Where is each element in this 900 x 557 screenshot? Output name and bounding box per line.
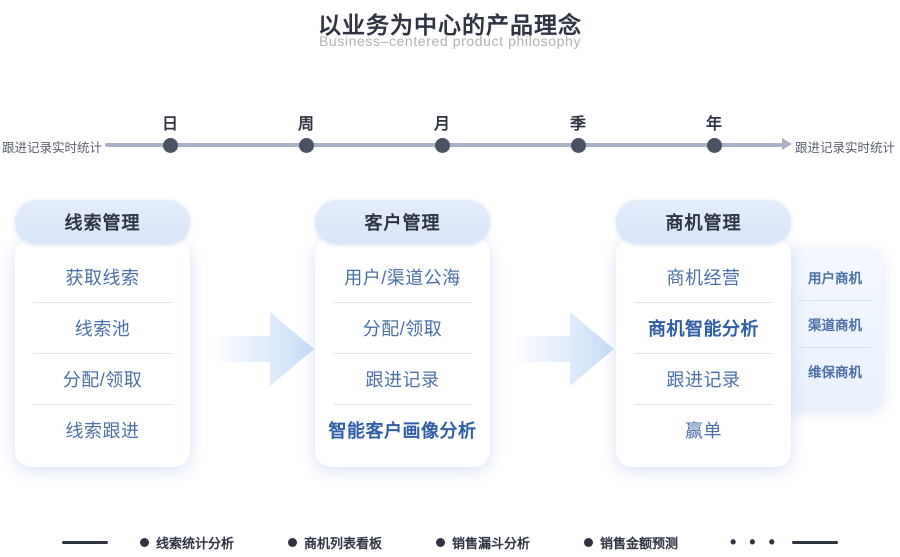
stage-item[interactable]: 跟进记录	[666, 370, 741, 390]
legend-item-label: 销售金额预测	[600, 536, 679, 551]
legend-item-label: 商机列表看板	[304, 536, 383, 551]
legend-item-label: 线索统计分析	[156, 536, 235, 551]
legend-ellipsis: • • •	[730, 532, 779, 552]
stage-item-divider	[33, 404, 172, 405]
legend-dash-right-icon	[792, 541, 838, 544]
timeline-tick-label-0: 日	[161, 116, 178, 133]
stage-header-label: 线索管理	[64, 213, 141, 233]
stage-item[interactable]: 用户/渠道公海	[344, 268, 461, 288]
stage-header-customer-management[interactable]: 客户管理	[315, 200, 490, 244]
side-panel-item[interactable]: 渠道商机	[808, 318, 862, 333]
page-subtitle: Business–centered product philosophy	[318, 33, 582, 49]
stage-header-opportunity-management[interactable]: 商机管理	[616, 200, 791, 244]
timeline-tick-label-3: 季	[569, 116, 586, 133]
legend-bullet-icon	[288, 538, 297, 547]
legend-bullet-icon	[140, 538, 149, 547]
timeline-arrowhead-icon	[782, 138, 792, 150]
stage-column-lead-management: 线索管理获取线索线索池分配/领取线索跟进	[15, 200, 190, 467]
side-panel-divider	[799, 300, 871, 301]
legend-bullet-icon	[584, 538, 593, 547]
stage-item[interactable]: 赢单	[685, 421, 722, 441]
stage-item-divider	[333, 404, 472, 405]
stage-column-customer-management: 客户管理用户/渠道公海分配/领取跟进记录智能客户画像分析	[315, 200, 490, 467]
stage-item-divider	[634, 302, 773, 303]
stage-header-lead-management[interactable]: 线索管理	[15, 200, 190, 244]
stage-header-label: 客户管理	[364, 213, 441, 233]
stage-card-opportunity-management: 商机经营商机智能分析跟进记录赢单	[616, 238, 791, 467]
stage-item-divider	[333, 353, 472, 354]
stage-item-divider	[33, 302, 172, 303]
stage-card-customer-management: 用户/渠道公海分配/领取跟进记录智能客户画像分析	[315, 238, 490, 467]
legend: 线索统计分析 商机列表看板 销售漏斗分析 销售金额预测 • • •	[0, 528, 900, 557]
stage-item-divider	[634, 353, 773, 354]
timeline-dot-4[interactable]	[707, 138, 722, 153]
legend-item-0[interactable]: 线索统计分析	[140, 528, 234, 557]
timeline-dot-1[interactable]	[299, 138, 314, 153]
legend-item-3[interactable]: 销售金额预测	[584, 528, 678, 557]
stage-item-divider	[33, 353, 172, 354]
legend-item-label: 销售漏斗分析	[452, 536, 531, 551]
side-panel-item[interactable]: 维保商机	[808, 365, 862, 380]
page-title: 以业务为中心的产品理念	[318, 12, 582, 38]
opportunity-side-panel: 用户商机渠道商机维保商机	[787, 248, 883, 408]
stage-card-lead-management: 获取线索线索池分配/领取线索跟进	[15, 238, 190, 467]
stage-item[interactable]: 分配/领取	[62, 370, 143, 390]
stage-header-label: 商机管理	[665, 213, 742, 233]
stage-item-divider	[333, 302, 472, 303]
timeline-dot-0[interactable]	[163, 138, 178, 153]
legend-dash-left-icon	[62, 541, 108, 544]
side-panel-item[interactable]: 用户商机	[808, 271, 862, 286]
timeline-dot-3[interactable]	[571, 138, 586, 153]
stage-item[interactable]: 线索跟进	[65, 421, 140, 441]
stage-item[interactable]: 线索池	[74, 319, 131, 339]
stage-item[interactable]: 智能客户画像分析	[328, 421, 477, 441]
stage-column-opportunity-management: 商机管理商机经营商机智能分析跟进记录赢单	[616, 200, 791, 467]
flow-arrow-icon-1	[512, 312, 614, 386]
stage-item[interactable]: 分配/领取	[362, 319, 443, 339]
legend-item-1[interactable]: 商机列表看板	[288, 528, 382, 557]
legend-item-2[interactable]: 销售漏斗分析	[436, 528, 530, 557]
timeline-label-right: 跟进记录实时统计	[795, 141, 896, 155]
stage-item-divider	[634, 404, 773, 405]
stage-item[interactable]: 商机智能分析	[648, 319, 759, 339]
timeline-tick-label-1: 周	[297, 116, 314, 133]
timeline-tick-label-2: 月	[433, 116, 450, 133]
stage-item[interactable]: 获取线索	[65, 268, 140, 288]
stage-item[interactable]: 跟进记录	[365, 370, 440, 390]
timeline-dot-2[interactable]	[435, 138, 450, 153]
timeline-tick-label-4: 年	[705, 116, 722, 133]
legend-bullet-icon	[436, 538, 445, 547]
flow-arrow-icon-0	[212, 312, 314, 386]
stage-item[interactable]: 商机经营	[666, 268, 741, 288]
timeline-label-left: 跟进记录实时统计	[2, 141, 103, 155]
side-panel-divider	[799, 347, 871, 348]
